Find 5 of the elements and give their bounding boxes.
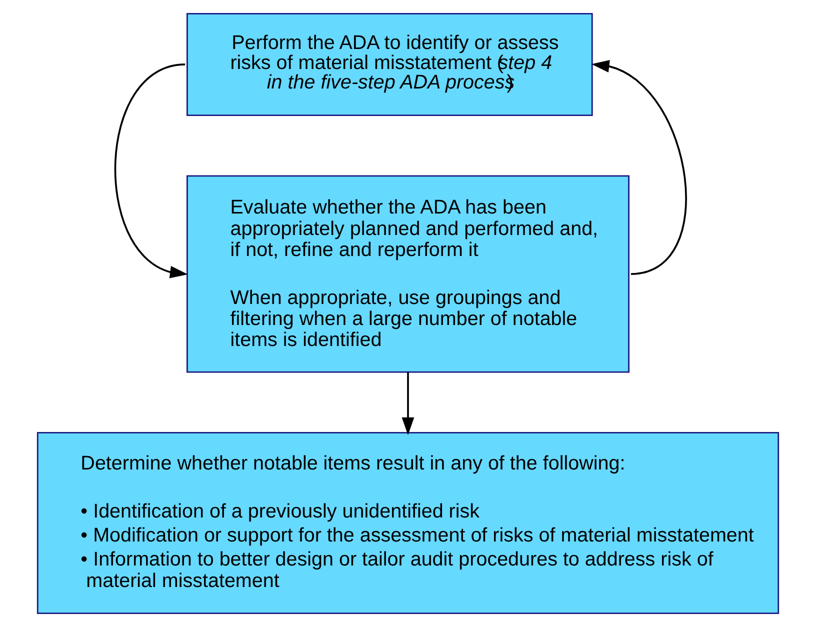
node-box: Determine whether notable items result in any of the following: • Identification of a previously unidentified risk • Modification or support for the assessment of risks of material misstatement • Information to better design or tailor audit procedures to address risk of material misstatement [36, 432, 779, 614]
arrow [401, 372, 414, 436]
node-box: Evaluate whether the ADA has been appropriately planned and performed and, if not, refine and reperform it When appropriate, use groupings and filtering when a large number of notable items is identified [186, 175, 629, 373]
arrow [114, 64, 188, 278]
arrow [590, 60, 686, 275]
